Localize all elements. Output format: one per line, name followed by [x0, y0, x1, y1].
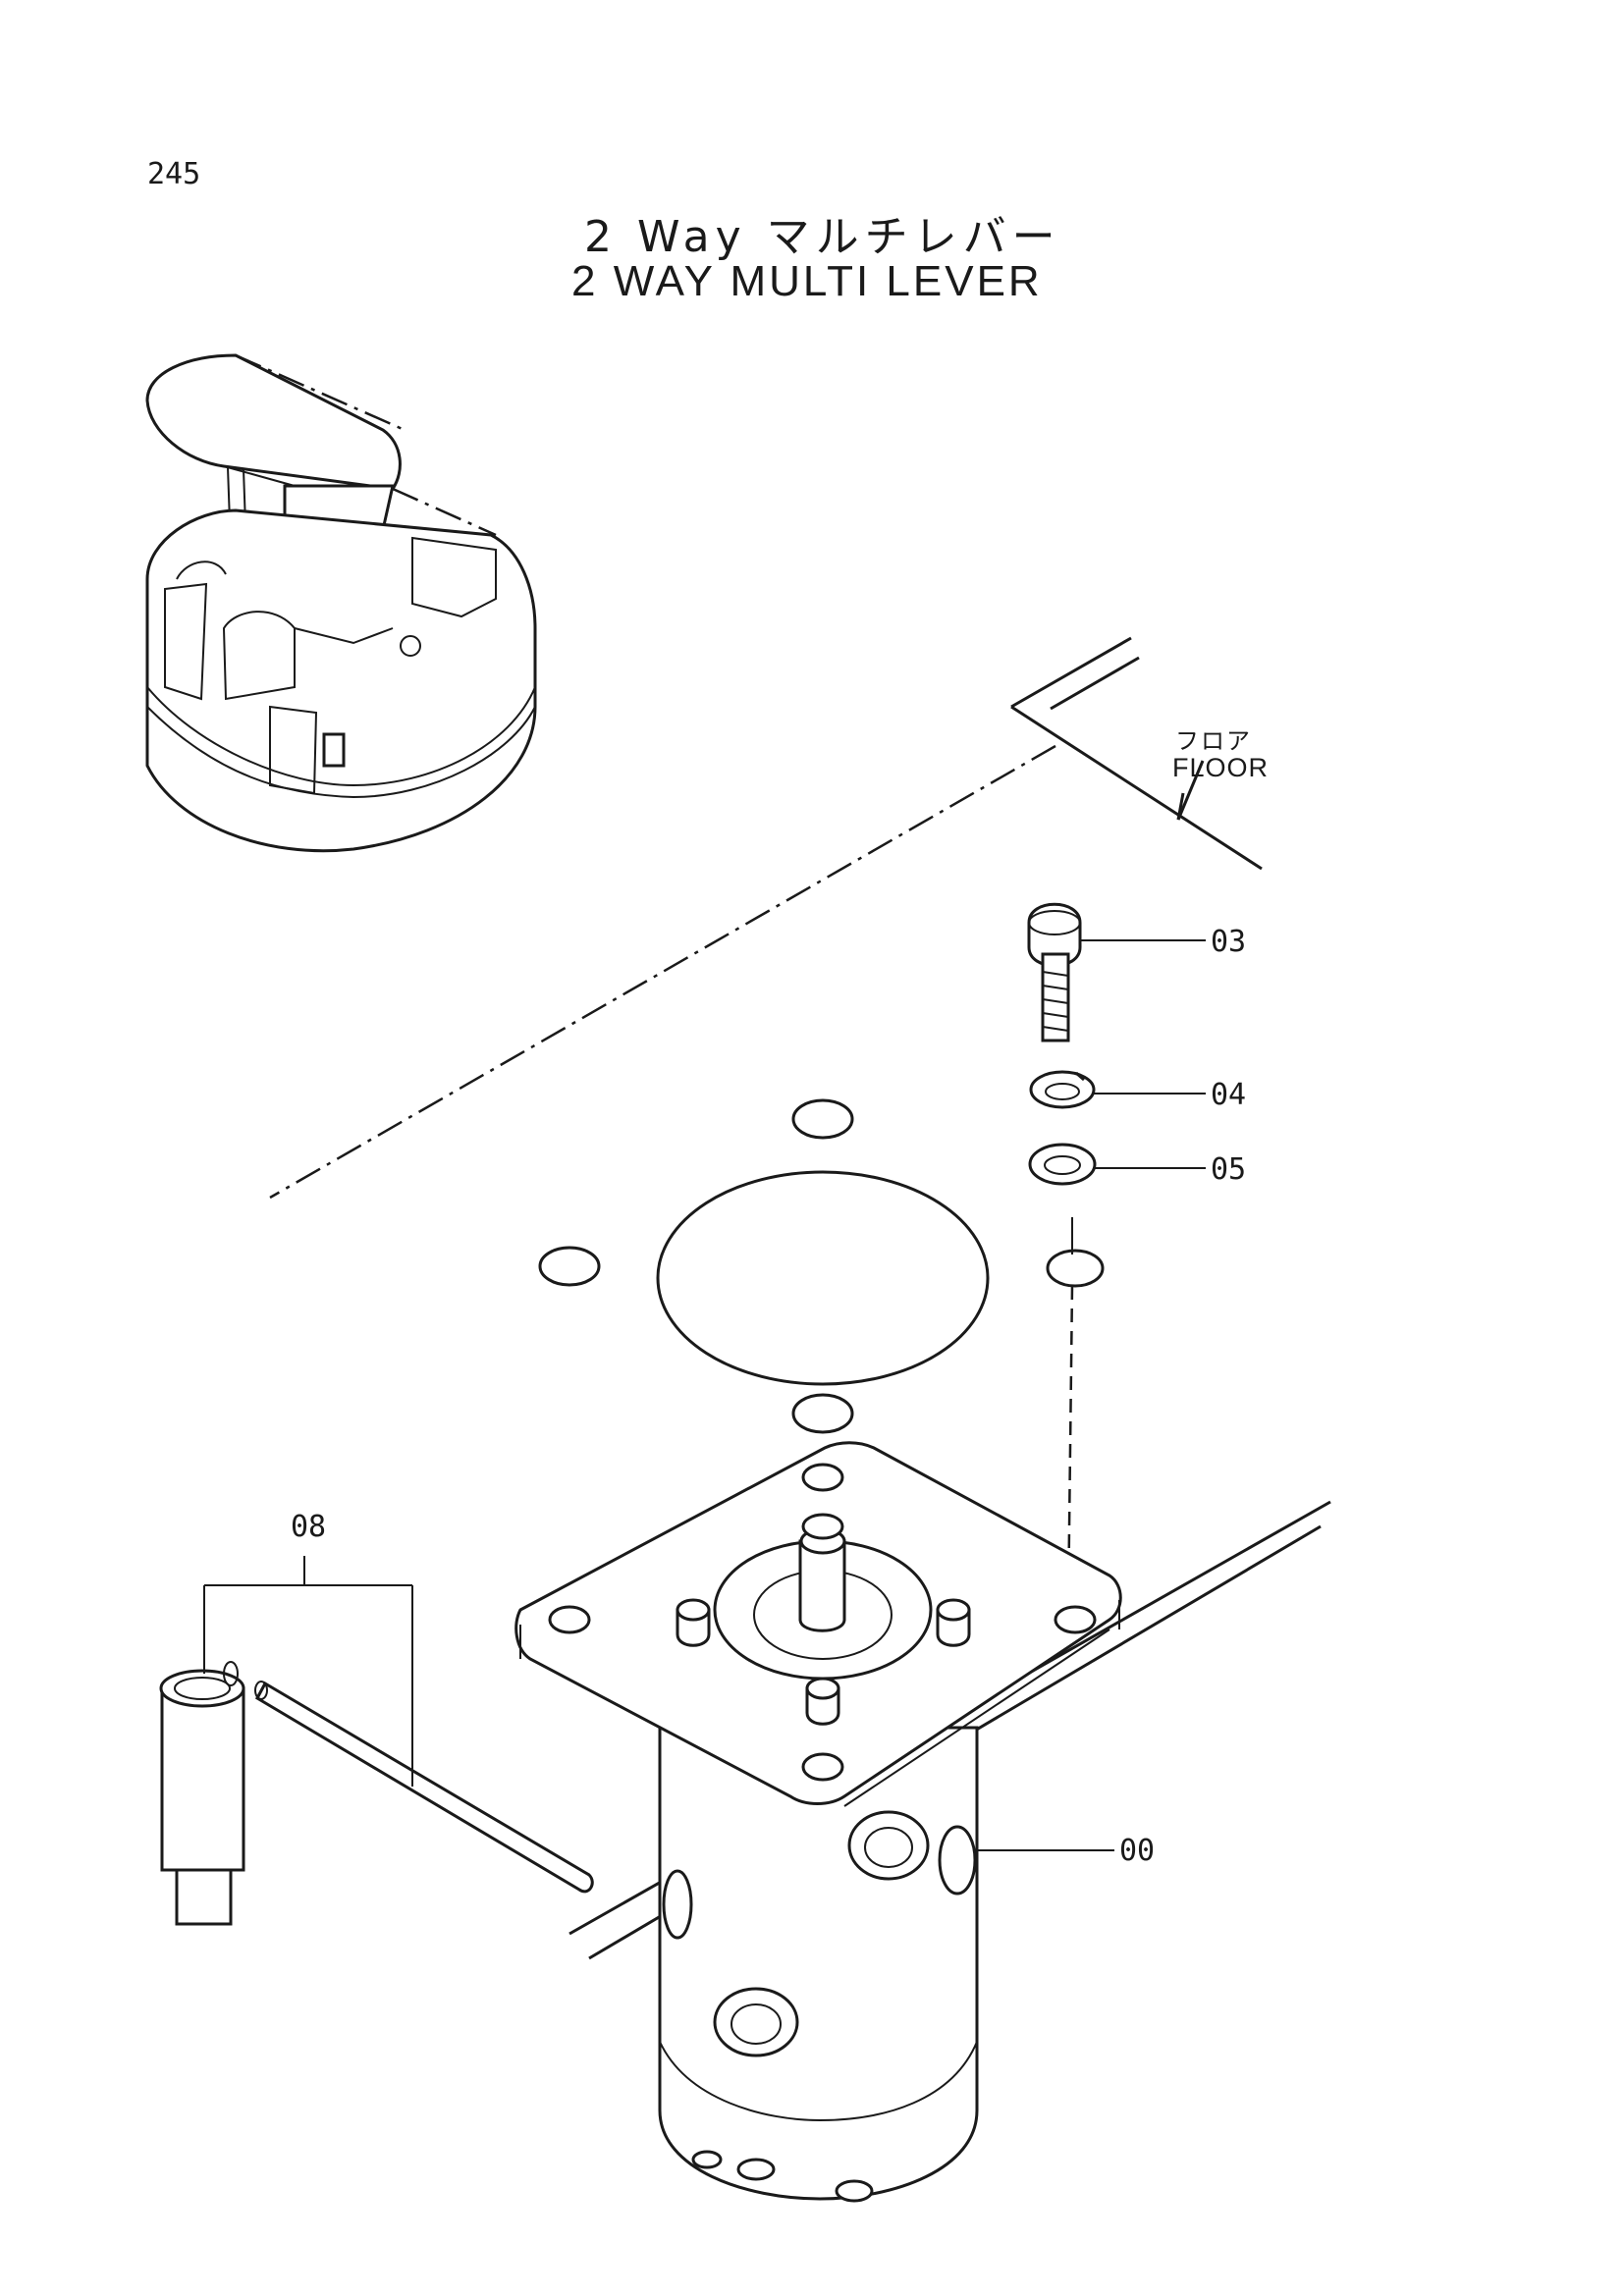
- callout-05: 05: [1211, 1152, 1247, 1187]
- floor-label-english: FLOOR: [1172, 753, 1270, 782]
- lock-washer-part: [1029, 1070, 1096, 1109]
- washer-part: [1028, 1143, 1097, 1611]
- floor-cutouts: [538, 1098, 1105, 1434]
- title-japanese: 2 Way マルチレバー: [584, 212, 1061, 262]
- machine-overview-drawing: [145, 353, 537, 853]
- valve-body-part: [514, 1441, 1122, 2203]
- lever-tool-part: [159, 1661, 594, 1926]
- callout-03: 03: [1211, 925, 1247, 959]
- title-english: 2 WAY MULTI LEVER: [571, 257, 1043, 305]
- bolt-part: [1027, 902, 1082, 1042]
- leader-lines: [203, 939, 1206, 1851]
- floor-label-japanese: フロア: [1175, 727, 1252, 755]
- callout-00: 00: [1119, 1834, 1156, 1868]
- callout-04: 04: [1211, 1078, 1247, 1112]
- callout-08: 08: [291, 1510, 327, 1544]
- page-number: 245: [147, 157, 201, 191]
